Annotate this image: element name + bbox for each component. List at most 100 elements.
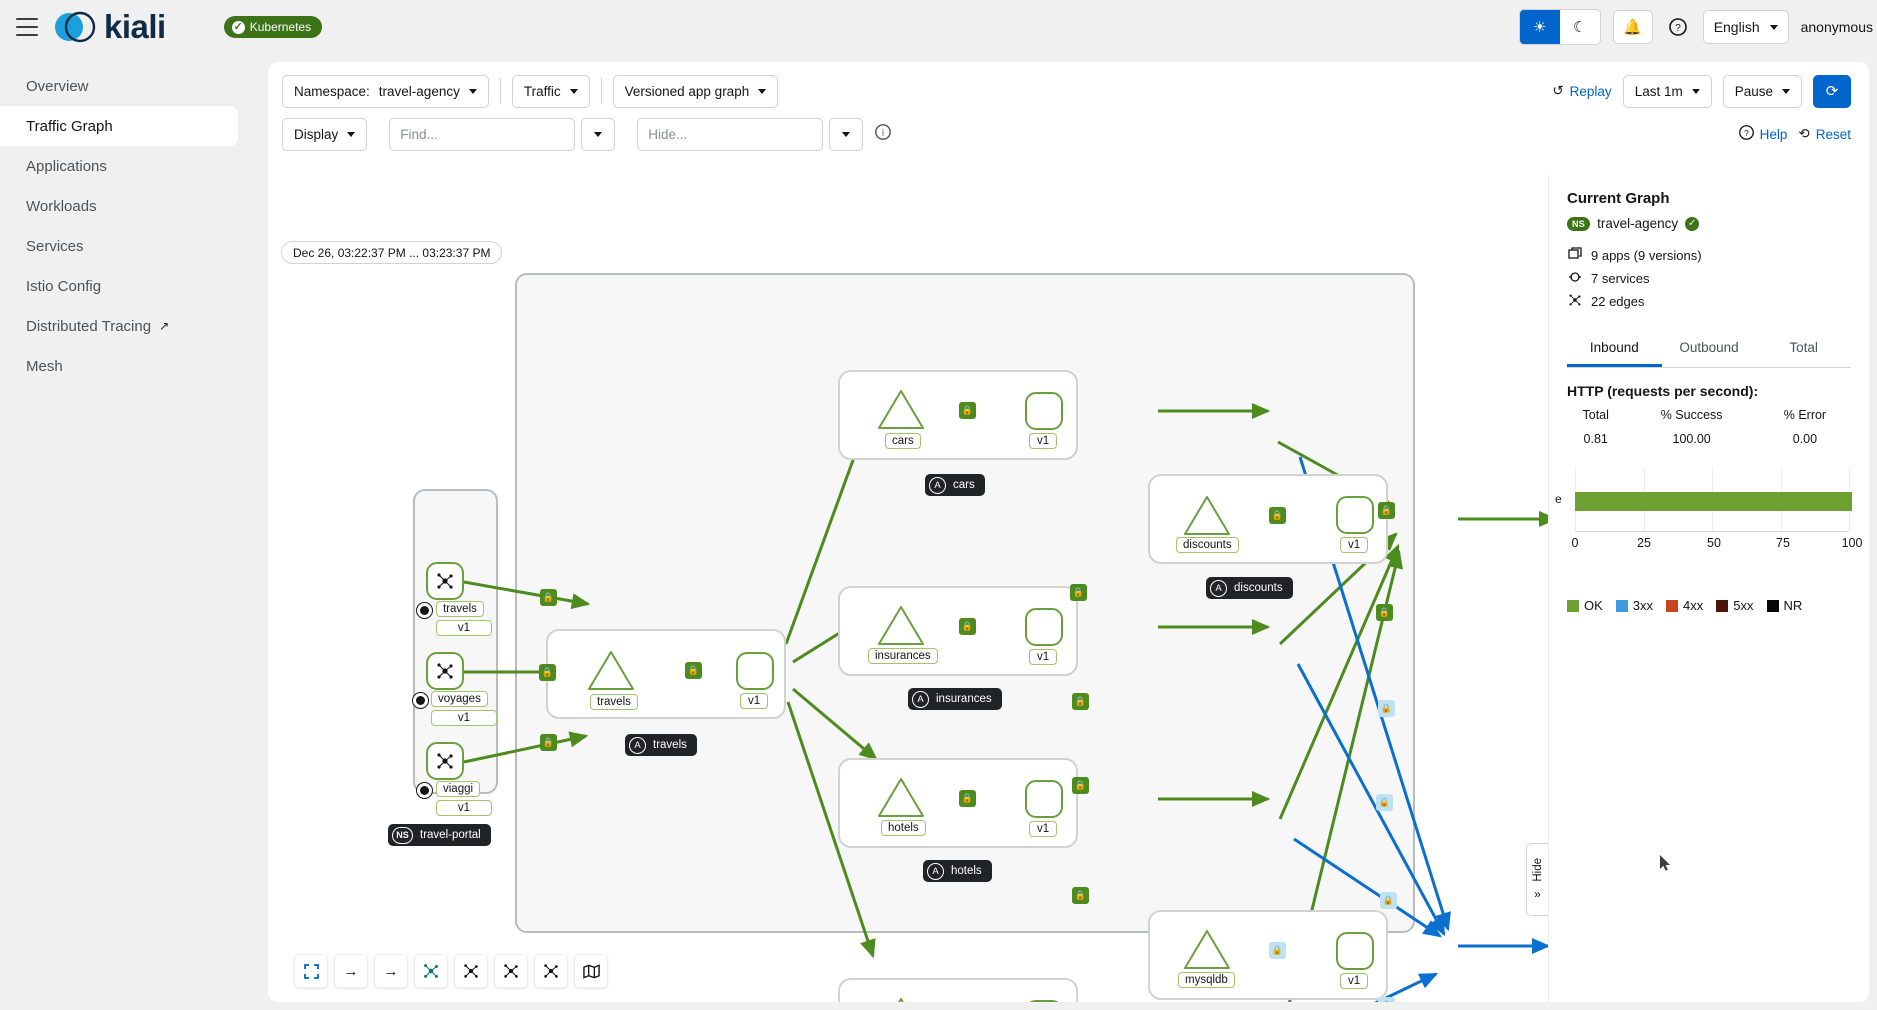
info-circle-icon[interactable]: i — [875, 124, 892, 144]
chevron-down-icon — [347, 131, 356, 137]
user-menu[interactable]: anonymous — [1800, 19, 1873, 35]
legend-label: 4xx — [1683, 598, 1704, 613]
version-node-cars-v1[interactable] — [1025, 392, 1063, 430]
help-circle-icon[interactable]: ? — [1665, 14, 1691, 40]
app-chip-label: discounts — [1234, 582, 1283, 594]
fit-to-screen-icon[interactable] — [294, 954, 328, 988]
workload-node-voyages[interactable] — [426, 652, 464, 690]
legend-item-nr[interactable]: NR — [1766, 598, 1802, 613]
app-chip-cars[interactable]: A cars — [925, 474, 985, 496]
masthead-actions: ☀ ☾ 🔔 ? English anonymous — [1518, 9, 1877, 45]
bell-icon[interactable]: 🔔 — [1612, 10, 1653, 44]
language-select[interactable]: English — [1702, 10, 1789, 44]
sidebar-item-traffic-graph[interactable]: Traffic Graph — [0, 106, 238, 146]
check-icon: ✓ — [231, 20, 245, 34]
legend-swatch — [1666, 599, 1679, 612]
arrow-right-icon[interactable]: → — [334, 954, 368, 988]
time-range-select[interactable]: Last 1m — [1622, 74, 1712, 108]
graph-help-actions: ? Help ⟲ Reset — [1738, 125, 1851, 143]
replay-button[interactable]: ↺ Replay — [1552, 83, 1611, 99]
replay-label: Replay — [1569, 83, 1612, 99]
help-circle-icon: ? — [1738, 125, 1754, 143]
node-version-travels: v1 — [436, 620, 492, 636]
legend-item-3xx[interactable]: 3xx — [1615, 598, 1653, 613]
app-chip-travels[interactable]: A travels — [625, 734, 697, 756]
app-chip-hotels[interactable]: A hotels — [923, 860, 992, 882]
version-node-travels-v1[interactable] — [736, 652, 774, 690]
app-box-flights[interactable] — [838, 978, 1078, 1002]
legend-item-5xx[interactable]: 5xx — [1716, 598, 1754, 613]
chart-y-label: e — [1555, 492, 1562, 506]
legend-item-4xx[interactable]: 4xx — [1666, 598, 1703, 613]
app-icon: A — [912, 690, 929, 708]
graph-timestamp-badge: Dec 26, 03:22:37 PM ... 03:23:37 PM — [281, 241, 503, 264]
panel-collapse-button[interactable]: Hide » — [1526, 843, 1548, 916]
chevron-down-icon — [758, 88, 767, 94]
namespace-select[interactable]: Namespace: travel-agency — [282, 74, 489, 108]
theme-toggle-group[interactable]: ☀ ☾ — [1518, 9, 1601, 45]
graph-type-select[interactable]: Versioned app graph — [612, 74, 779, 108]
traffic-graph-canvas[interactable]: Dec 26, 03:22:37 PM ... 03:23:37 PM — [268, 174, 1548, 1002]
graph-toolbar-actions: ↺ Replay Last 1m Pause ⟳ — [1552, 74, 1851, 108]
cluster-badge[interactable]: ✓ Kubernetes — [223, 16, 323, 38]
kiali-logo[interactable]: kiali — [52, 7, 166, 47]
version-node-mysqldb-v1[interactable] — [1336, 932, 1374, 970]
legend-item-ok[interactable]: OK — [1567, 598, 1603, 613]
workload-node-travels[interactable] — [426, 562, 464, 600]
layout-dagre-icon[interactable] — [414, 954, 448, 988]
version-node-insurances-v1[interactable] — [1025, 608, 1063, 646]
arrow-right-alt-icon[interactable]: → — [374, 954, 408, 988]
sidebar-item-distributed-tracing[interactable]: Distributed Tracing ↗ — [0, 306, 248, 346]
reset-button[interactable]: ⟲ Reset — [1798, 126, 1851, 142]
chevron-down-icon — [1769, 24, 1778, 30]
help-button[interactable]: ? Help — [1738, 125, 1787, 143]
metric-header-error: % Error — [1783, 408, 1827, 422]
find-input[interactable] — [389, 117, 576, 151]
app-chip-discounts[interactable]: A discounts — [1206, 577, 1293, 599]
node-version-hotels-v1: v1 — [1029, 821, 1058, 837]
sidebar-item-istio-config[interactable]: Istio Config — [0, 266, 248, 306]
node-version-mysqldb-v1: v1 — [1340, 973, 1369, 989]
stat-services: 7 services — [1567, 270, 1851, 287]
workload-icon — [437, 753, 453, 769]
sidebar-item-mesh[interactable]: Mesh — [0, 346, 248, 386]
sun-icon[interactable]: ☀ — [1519, 10, 1560, 44]
hamburger-icon[interactable] — [16, 18, 38, 36]
mtls-lock-icon: 🔒 — [959, 790, 976, 807]
legend-swatch — [1716, 599, 1729, 612]
refresh-interval-select[interactable]: Pause — [1722, 74, 1802, 108]
mtls-lock-icon: 🔒 — [540, 734, 557, 751]
tab-outbound[interactable]: Outbound — [1679, 340, 1739, 355]
sidebar-item-workloads[interactable]: Workloads — [0, 186, 248, 226]
layout-concentric-icon[interactable] — [534, 954, 568, 988]
display-menu-button[interactable]: Display — [282, 117, 368, 151]
namespace-value: travel-agency — [378, 83, 460, 99]
sidebar-item-services[interactable]: Services — [0, 226, 248, 266]
x-tick: 50 — [1707, 536, 1721, 550]
tab-inbound[interactable]: Inbound — [1567, 332, 1662, 367]
version-node-discounts-v1[interactable] — [1336, 496, 1374, 534]
sidebar-item-applications[interactable]: Applications — [0, 146, 248, 186]
legend-map-icon[interactable] — [574, 954, 608, 988]
app-chip-insurances[interactable]: A insurances — [908, 688, 1002, 710]
traffic-select[interactable]: Traffic — [511, 74, 590, 108]
gateway-badge-icon — [412, 692, 429, 709]
hide-input[interactable] — [637, 117, 824, 151]
hide-dropdown-button[interactable] — [829, 117, 864, 151]
moon-icon[interactable]: ☾ — [1559, 10, 1600, 44]
namespace-chip-travel-portal[interactable]: NS travel-portal — [388, 824, 491, 846]
app-chip-label: travels — [653, 739, 687, 751]
app-icon: A — [1210, 579, 1227, 597]
chart-bar-ok — [1575, 492, 1852, 511]
node-version-travels-v1: v1 — [740, 693, 769, 709]
layout-grid-icon[interactable] — [494, 954, 528, 988]
find-dropdown-button[interactable] — [581, 117, 616, 151]
workload-node-viaggi[interactable] — [426, 742, 464, 780]
node-label-discounts-service: discounts — [1176, 537, 1239, 553]
sidebar-item-overview[interactable]: Overview — [0, 66, 248, 106]
version-node-hotels-v1[interactable] — [1025, 780, 1063, 818]
svg-text:?: ? — [1744, 128, 1749, 138]
layout-cola-icon[interactable] — [454, 954, 488, 988]
refresh-button[interactable]: ⟳ — [1813, 74, 1851, 108]
tab-total[interactable]: Total — [1789, 340, 1818, 355]
